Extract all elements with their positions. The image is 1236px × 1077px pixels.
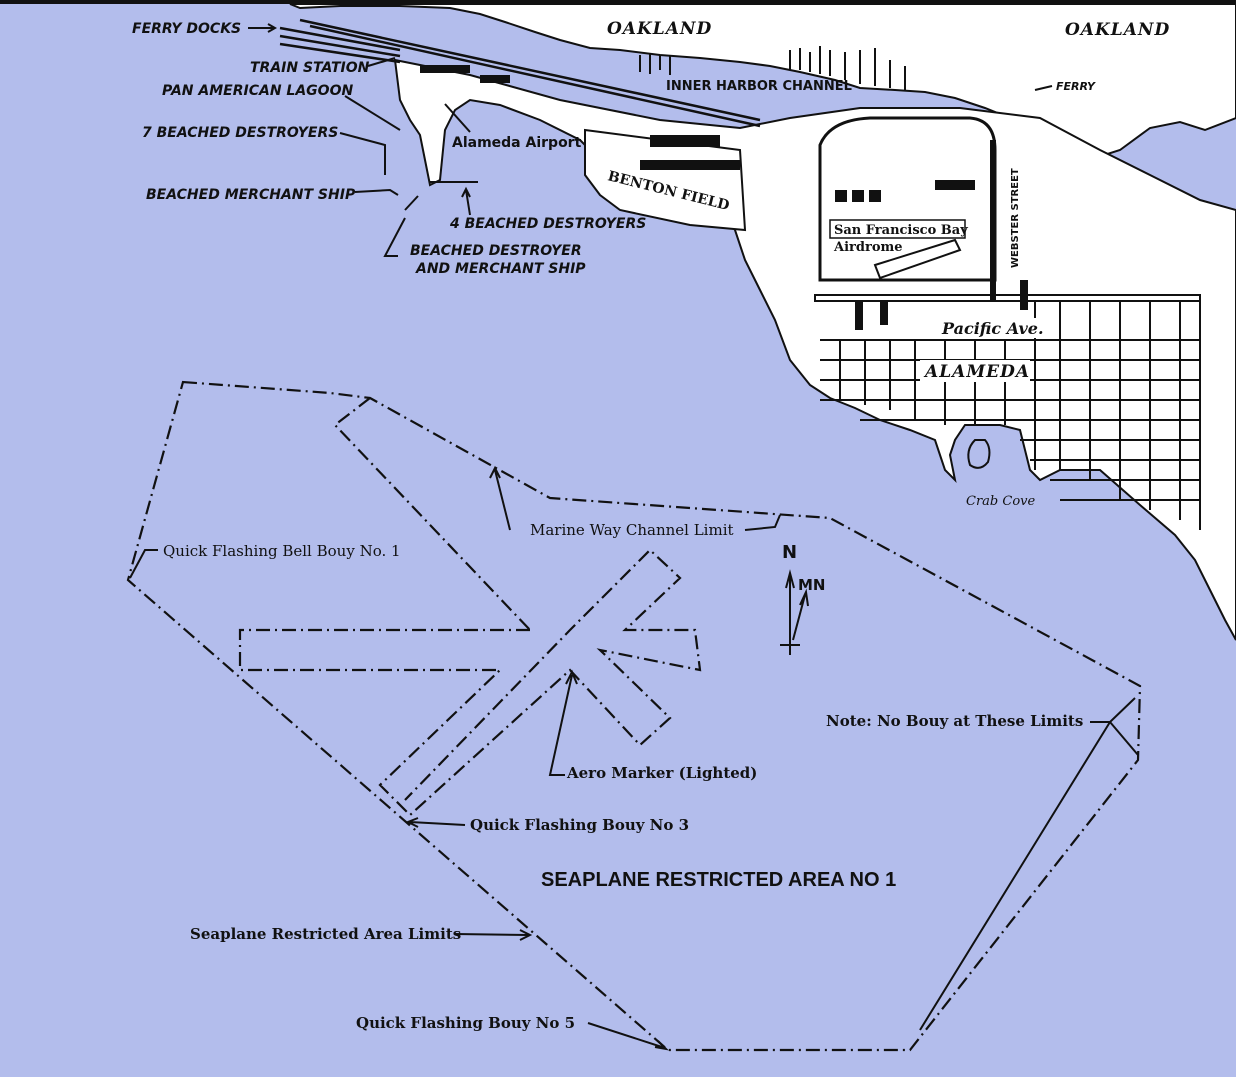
arrow-lagoon bbox=[344, 95, 401, 131]
label-note-no-bouy: Note: No Bouy at These Limits bbox=[826, 712, 1083, 730]
benton-field-land bbox=[584, 128, 747, 232]
pacific-ave-box bbox=[938, 318, 1046, 338]
label-seaplane-restricted-area-limits: Seaplane Restricted Area Limits bbox=[190, 925, 461, 943]
label-beached-destroyer-2: AND MERCHANT SHIP bbox=[415, 261, 586, 277]
label-train-station: TRAIN STATION bbox=[250, 60, 370, 76]
arrow-airport bbox=[444, 103, 471, 133]
label-oakland-east: OAKLAND bbox=[1065, 20, 1170, 40]
arrow-bouy-1 bbox=[129, 549, 158, 579]
compass-north: N bbox=[782, 542, 797, 563]
top-border bbox=[0, 0, 1236, 4]
arrow-beached-destroyer bbox=[383, 217, 406, 257]
label-beached-destroyer-1: BEACHED DESTROYER bbox=[410, 243, 582, 259]
beached-ship-marks bbox=[404, 181, 478, 211]
compass-magnetic-north: MN bbox=[798, 576, 825, 594]
airdrome-runway bbox=[873, 238, 962, 280]
label-oakland-west: OAKLAND bbox=[607, 19, 712, 39]
label-inner-harbor-channel: INNER HARBOR CHANNEL bbox=[666, 79, 852, 94]
label-marine-way-channel-limit: Marine Way Channel Limit bbox=[530, 521, 734, 539]
oakland-piers bbox=[639, 46, 906, 90]
arrow-ferry bbox=[1034, 85, 1053, 91]
arrow-ferry-docks bbox=[248, 23, 278, 33]
label-alameda-airport: Alameda Airport bbox=[452, 135, 582, 151]
arrow-note bbox=[919, 697, 1139, 1031]
seaplane-lanes bbox=[238, 548, 702, 817]
label-seven-beached-destroyers: 7 BEACHED DESTROYERS bbox=[142, 125, 338, 141]
alameda-island bbox=[393, 58, 1236, 641]
label-seaplane-restricted-area: SEAPLANE RESTRICTED AREA NO 1 bbox=[541, 869, 896, 891]
arrow-train-station bbox=[367, 57, 396, 67]
crab-cove-lagoon bbox=[967, 439, 991, 469]
arrow-area-limits bbox=[454, 929, 533, 941]
arrow-marine-way bbox=[489, 465, 781, 531]
arrow-aero-marker bbox=[548, 669, 578, 776]
label-crab-cove: Crab Cove bbox=[966, 494, 1035, 509]
arrow-merchant-ship bbox=[354, 188, 399, 196]
north-arrow-icon bbox=[780, 569, 809, 655]
arrow-four-destroyers bbox=[461, 186, 471, 216]
label-ferry: FERRY bbox=[1056, 80, 1096, 93]
label-sf-bay-airdrome-1: San Francisco Bay bbox=[834, 223, 968, 238]
rail-lines bbox=[279, 18, 761, 128]
label-beached-merchant-ship: BEACHED MERCHANT SHIP bbox=[146, 187, 356, 203]
label-ferry-docks: FERRY DOCKS bbox=[132, 21, 241, 37]
label-four-beached-destroyers: 4 BEACHED DESTROYERS bbox=[449, 216, 646, 232]
compass-rose: N MN bbox=[780, 542, 825, 655]
arrow-bouy-5 bbox=[587, 1022, 669, 1051]
label-sf-bay-airdrome-2: Airdrome bbox=[833, 240, 903, 255]
label-quick-flashing-bell-bouy-1: Quick Flashing Bell Bouy No. 1 bbox=[163, 542, 401, 560]
arrow-bouy-3 bbox=[405, 817, 466, 828]
alameda-label-box bbox=[920, 360, 1030, 382]
label-quick-flashing-bouy-3: Quick Flashing Bouy No 3 bbox=[470, 816, 689, 834]
label-alameda: ALAMEDA bbox=[923, 362, 1030, 382]
arrow-seven-destroyers bbox=[339, 132, 386, 175]
label-aero-marker: Aero Marker (Lighted) bbox=[566, 764, 757, 782]
restricted-area-boundary bbox=[126, 380, 1142, 1052]
label-quick-flashing-bouy-5: Quick Flashing Bouy No 5 bbox=[356, 1014, 575, 1032]
label-pacific-ave: Pacific Ave. bbox=[941, 319, 1044, 338]
airport-structures bbox=[420, 65, 1028, 330]
label-pan-american-lagoon: PAN AMERICAN LAGOON bbox=[162, 83, 353, 99]
airdrome-label-box bbox=[829, 219, 966, 239]
oakland-shore bbox=[289, 3, 1236, 160]
airdrome-outline bbox=[818, 116, 997, 282]
label-webster-street: WEBSTER STREET bbox=[1010, 168, 1021, 268]
